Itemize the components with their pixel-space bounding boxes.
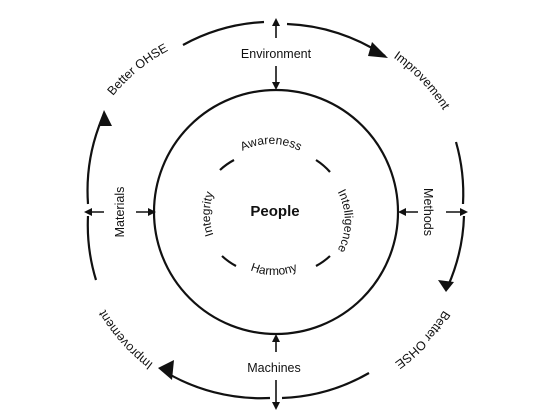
- outer-label-top-right: Improvement: [391, 49, 452, 113]
- outer-arc-right-top: [454, 141, 465, 205]
- arrowhead-bottom-left: [158, 360, 174, 380]
- outer-arc-right-bottom: [446, 215, 466, 287]
- outer-cycle-arrowheads: [98, 42, 454, 380]
- factor-label-top: Environment: [241, 47, 312, 61]
- outer-label-top-left: Better OHSE: [105, 41, 170, 98]
- inner-ring-seg-2: [315, 159, 331, 173]
- factor-arrows: [84, 18, 468, 410]
- inner-label-right: Intelligence: [335, 187, 356, 255]
- inner-ring-segments: [219, 159, 331, 267]
- inner-ring-seg-1: [219, 159, 235, 171]
- inner-label-top: Awareness: [238, 133, 304, 154]
- factor-label-right: Methods: [421, 188, 435, 236]
- outer-label-bottom-left: Improvement: [95, 307, 155, 372]
- inner-label-left: Integrity: [199, 190, 217, 239]
- factor-label-left: Materials: [113, 187, 127, 238]
- outer-arc-top-left: [182, 20, 265, 46]
- arrowhead-top-left: [98, 110, 112, 126]
- inner-ring-seg-4: [221, 255, 237, 267]
- outer-label-bottom-right: Better OHSE: [393, 308, 453, 371]
- outer-arc-bottom-right: [281, 372, 370, 400]
- arrowhead-bottom-right: [438, 280, 454, 292]
- arrowhead-top-right: [368, 42, 388, 58]
- inner-label-bottom: Harmony: [249, 260, 299, 278]
- outer-arc-left-top: [86, 113, 106, 205]
- inner-ring-seg-3: [315, 255, 331, 267]
- factor-label-bottom: Machines: [247, 361, 301, 375]
- outer-arc-left-bottom: [86, 215, 98, 281]
- center-label: People: [250, 203, 299, 220]
